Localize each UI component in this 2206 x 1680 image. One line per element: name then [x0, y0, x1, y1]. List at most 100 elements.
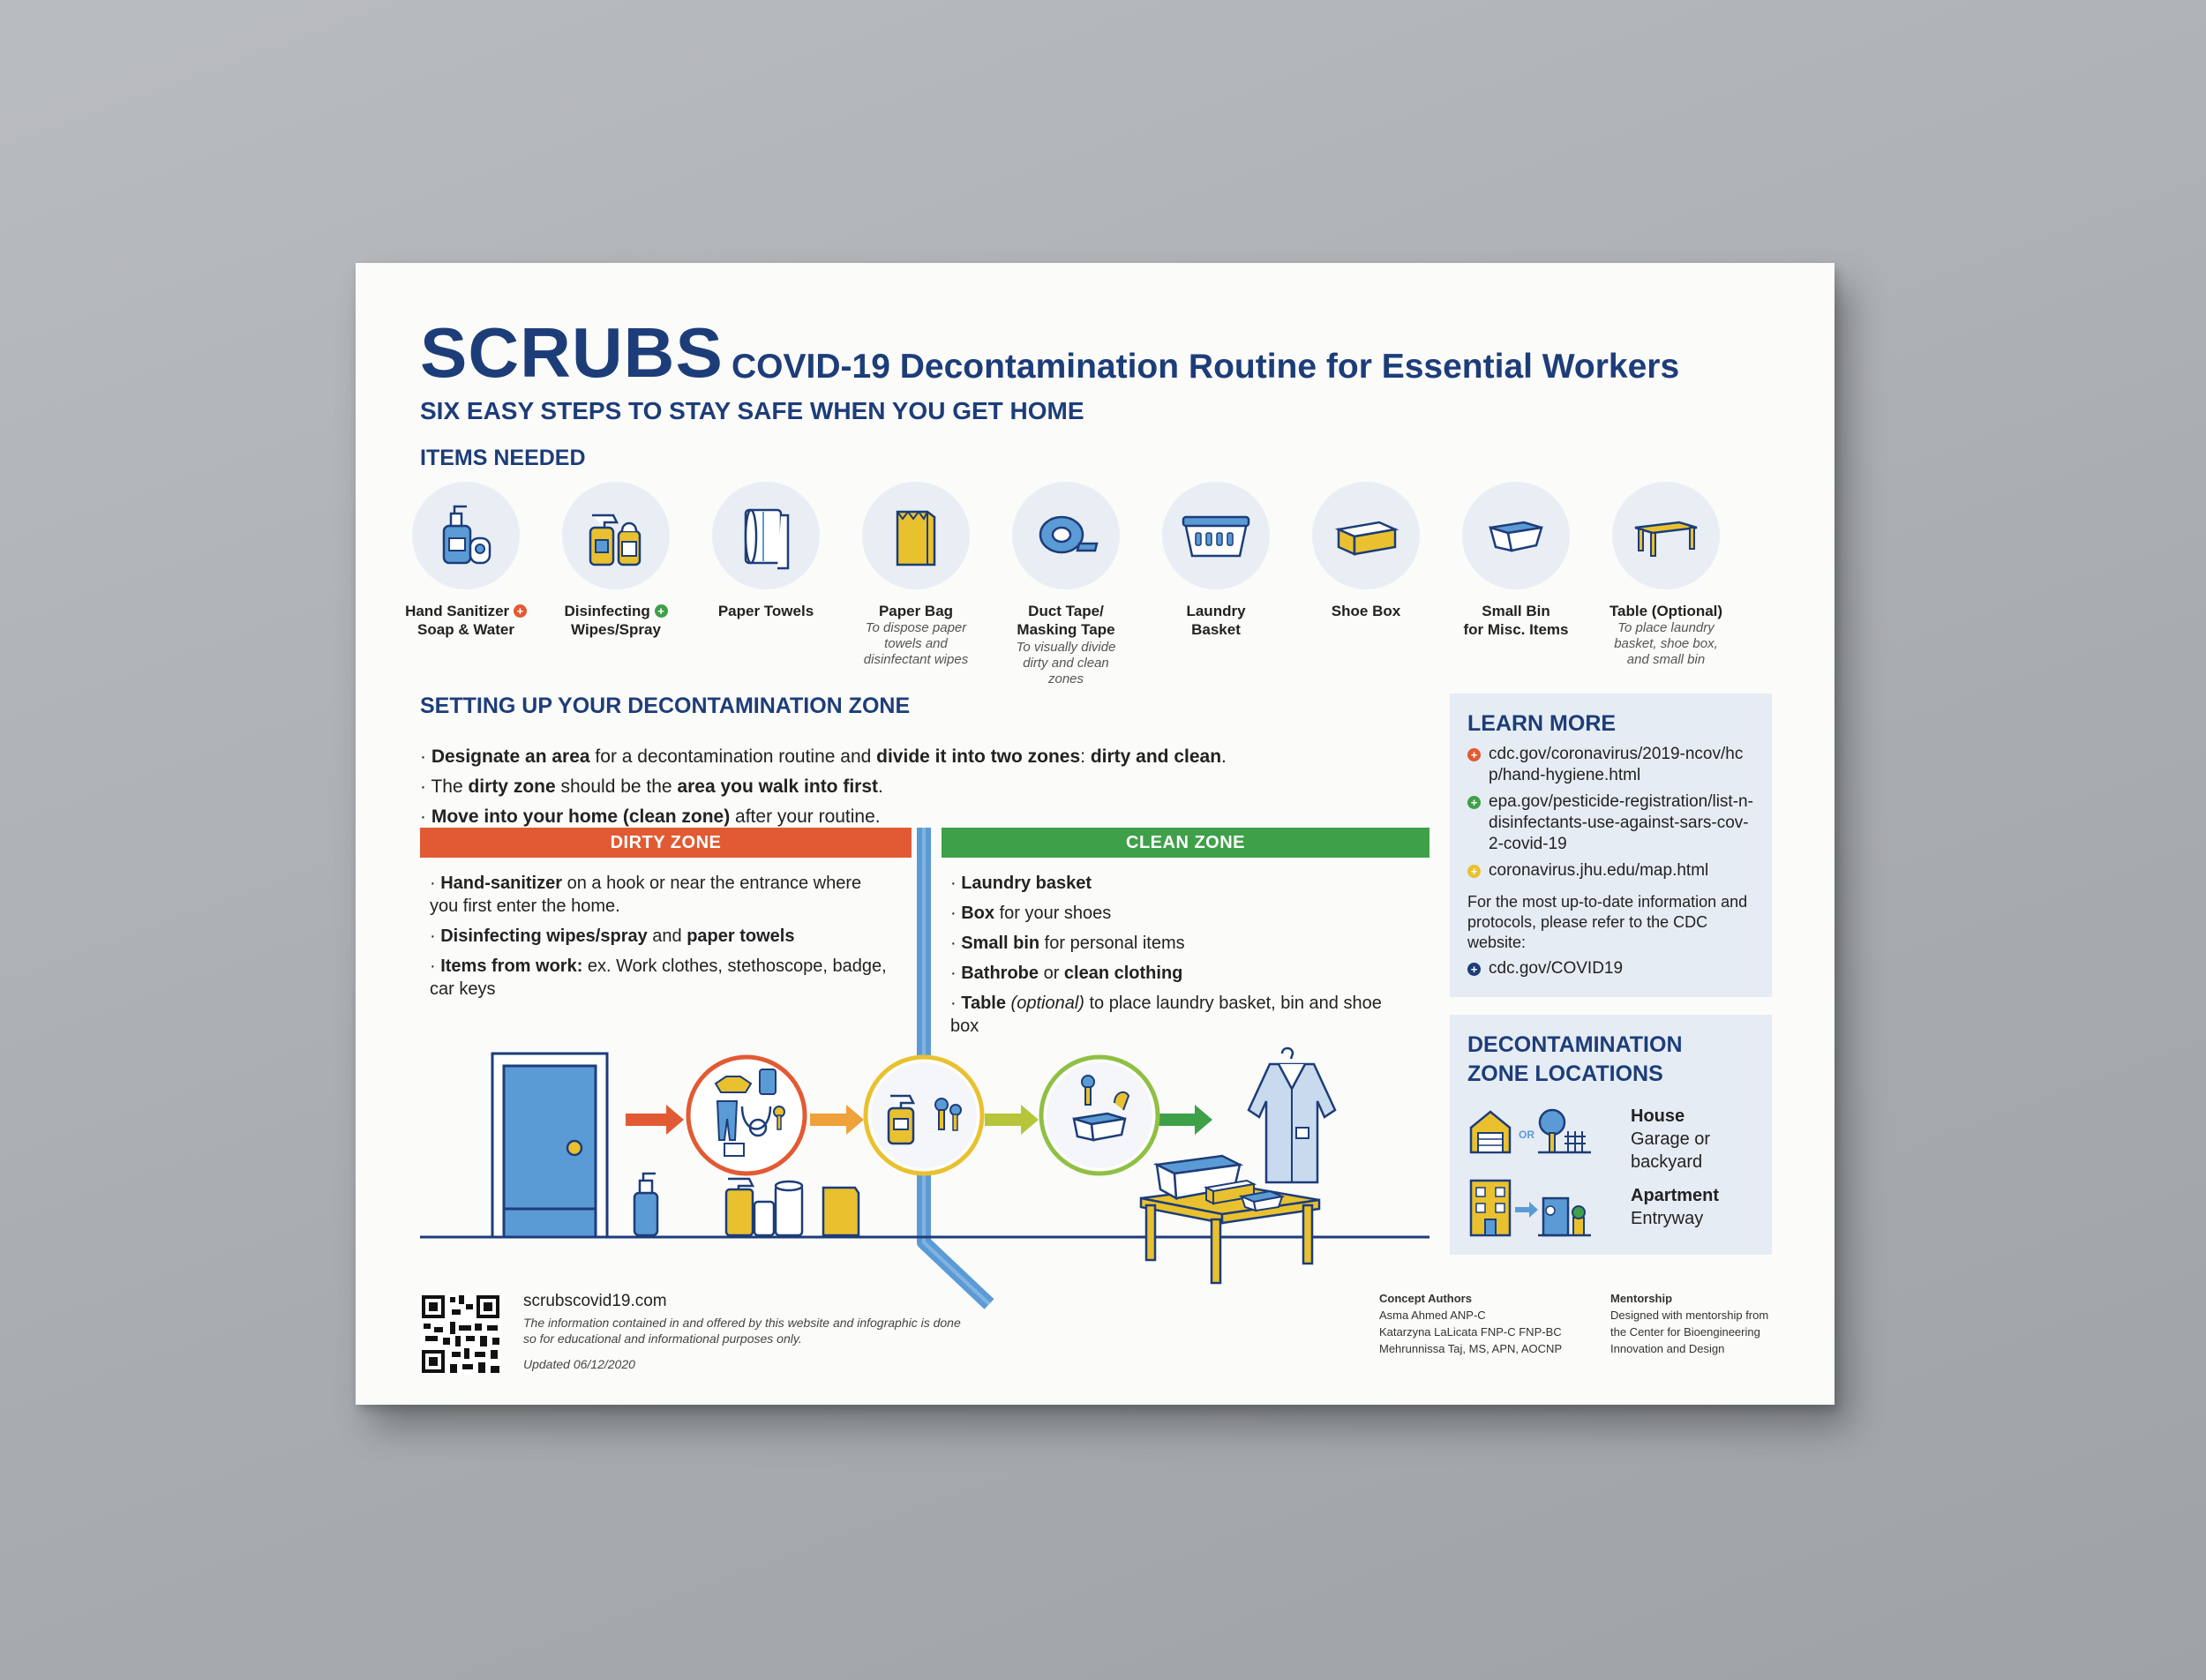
list-text: Hand-sanitizer [440, 874, 563, 893]
item-label: Basket [1191, 621, 1241, 639]
clean-zone-list: · Laundry basket · Box for your shoes · … [950, 872, 1392, 1045]
item-label: Masking Tape [1017, 621, 1115, 639]
arrow-right-icon [1159, 1105, 1212, 1135]
list-item: · Laundry basket [950, 874, 1092, 893]
entryway-door-icon [1538, 1196, 1591, 1237]
setup-text: Designate an area [431, 746, 590, 767]
list-text: Laundry basket [961, 874, 1092, 893]
yellow-plus-icon: + [1467, 864, 1481, 878]
list-text: Items from work: [440, 956, 583, 976]
backyard-icon [1538, 1108, 1591, 1154]
clean-zone-bar: CLEAN ZONE [942, 828, 1429, 858]
setup-text: should be the [555, 776, 678, 797]
setup-text: . [1221, 746, 1227, 767]
brand-title: SCRUBS [420, 313, 724, 392]
item-label: Shoe Box [1331, 603, 1401, 619]
item-paper-towels: Paper Towels [691, 482, 841, 620]
sanitizer-bottle-icon [633, 1172, 659, 1237]
setup-text: The [431, 776, 469, 797]
item-note: To dispose paper towels and disinfectant… [863, 620, 969, 668]
setup-bullet: · The dirty zone should be the area you … [420, 776, 883, 797]
setup-heading: SETTING UP YOUR DECONTAMINATION ZONE [420, 694, 911, 718]
list-text: Disinfecting wipes/spray [440, 926, 648, 946]
setup-text: . [878, 776, 883, 797]
item-duct-tape: Duct Tape/Masking Tape To visually divid… [991, 482, 1141, 687]
list-text: clean clothing [1063, 964, 1183, 983]
apartment-building-icon [1469, 1179, 1512, 1237]
item-label: Soap & Water [417, 621, 514, 639]
disinfecting-spray-icon [562, 482, 670, 589]
link-text: epa.gov/pesticide-registration/list-n-di… [1489, 791, 1753, 853]
link-text: cdc.gov/coronavirus/2019-ncov/hcp/hand-h… [1489, 744, 1744, 784]
list-text: Bathrobe [961, 964, 1039, 983]
list-item: · Box for your shoes [950, 904, 1112, 923]
or-label: OR [1519, 1129, 1534, 1141]
cdc-link[interactable]: +cdc.gov/COVID19 [1467, 958, 1754, 979]
list-text: paper towels [687, 926, 795, 946]
setup-text: area you walk into first [677, 776, 879, 797]
mentor-heading: Mentorship [1610, 1292, 1673, 1305]
setup-text: Move into your home (clean zone) [431, 806, 731, 827]
cleaning-supplies-icon [724, 1177, 860, 1237]
learn-more-link[interactable]: + cdc.gov/coronavirus/2019-ncov/hcp/hand-… [1467, 744, 1754, 786]
list-text: for personal items [1039, 934, 1185, 953]
arrow-right-icon [626, 1105, 684, 1135]
item-table: Table (Optional) To place laundry basket… [1591, 482, 1741, 668]
setup-text: dirty and clean [1090, 746, 1222, 767]
author-name: Asma Ahmed ANP-C [1379, 1309, 1486, 1322]
heading-line: DECONTAMINATION [1467, 1032, 1683, 1057]
learn-more-link[interactable]: +epa.gov/pesticide-registration/list-n-d… [1467, 791, 1754, 855]
list-item: · Disinfecting wipes/spray and paper tow… [430, 926, 795, 946]
bathrobe-icon [1247, 1046, 1337, 1184]
infographic-sheet: SCRUBS COVID-19 Decontamination Routine … [356, 263, 1835, 1405]
item-label: Paper Bag [878, 603, 954, 619]
laundry-basket-icon [1162, 482, 1270, 589]
list-text: on a hook or near the entrance where you… [430, 874, 862, 916]
item-note: To place laundry basket, shoe box, and s… [1614, 620, 1718, 668]
items-needed-heading: ITEMS NEEDED [420, 446, 586, 470]
list-text: or [1039, 964, 1064, 983]
apartment-title: Apartment [1631, 1186, 1720, 1205]
list-item: · Items from work: ex. Work clothes, ste… [430, 956, 887, 999]
setup-text: after your routine. [730, 806, 881, 827]
door-icon [491, 1052, 609, 1239]
paper-bag-icon [862, 482, 970, 589]
house-desc: Garage or backyard [1631, 1129, 1711, 1172]
arrow-right-icon [810, 1105, 864, 1135]
zone-diagram [420, 828, 1429, 1309]
locations-icons: OR [1469, 1108, 1591, 1237]
website-link[interactable]: scrubscovid19.com [523, 1292, 667, 1310]
qr-code-icon [420, 1294, 501, 1375]
list-item: · Table (optional) to place laundry bask… [950, 994, 1382, 1036]
learn-more-link[interactable]: + coronavirus.jhu.edu/map.html [1467, 860, 1754, 881]
item-disinfecting: Disinfecting +Wipes/Spray [541, 482, 691, 640]
list-text: for your shoes [994, 904, 1112, 923]
item-label: Small Bin [1482, 603, 1550, 619]
tagline: SIX EASY STEPS TO STAY SAFE WHEN YOU GET… [420, 397, 1084, 424]
house-title: House [1631, 1106, 1685, 1126]
list-item: · Bathrobe or clean clothing [950, 964, 1183, 983]
item-label: Duct Tape/ [1028, 603, 1104, 619]
garage-icon [1469, 1110, 1512, 1154]
author-name: Mehrunnissa Taj, MS, APN, AOCNP [1379, 1342, 1563, 1355]
updated-date: Updated 06/12/2020 [523, 1357, 635, 1371]
author-name: Katarzyna LaLicata FNP-C FNP-BC [1379, 1325, 1562, 1339]
duct-tape-icon [1012, 482, 1120, 589]
work-items-circle-icon [686, 1054, 807, 1176]
item-label: Hand Sanitizer [405, 603, 510, 619]
learn-more-panel: LEARN MORE +cdc.gov/coronavirus/2019-nco… [1450, 694, 1772, 997]
heading-line: ZONE LOCATIONS [1467, 1061, 1663, 1086]
paper-towels-icon [712, 482, 820, 589]
house-location: House Garage or backyard [1631, 1105, 1763, 1174]
red-plus-icon: + [1467, 747, 1481, 761]
link-text: coronavirus.jhu.edu/map.html [1489, 860, 1709, 880]
setup-bullet: · Move into your home (clean zone) after… [420, 806, 881, 827]
locations-heading: DECONTAMINATION ZONE LOCATIONS [1467, 1031, 1754, 1088]
list-item: · Small bin for personal items [950, 934, 1185, 953]
page-subtitle: COVID-19 Decontamination Routine for Ess… [732, 348, 1680, 386]
list-text: ex. Work clothes, stethoscope, badge, ca… [430, 956, 887, 999]
list-text: Table [961, 994, 1006, 1013]
setup-text: : [1080, 746, 1091, 767]
table-with-items-icon [1139, 1154, 1321, 1285]
